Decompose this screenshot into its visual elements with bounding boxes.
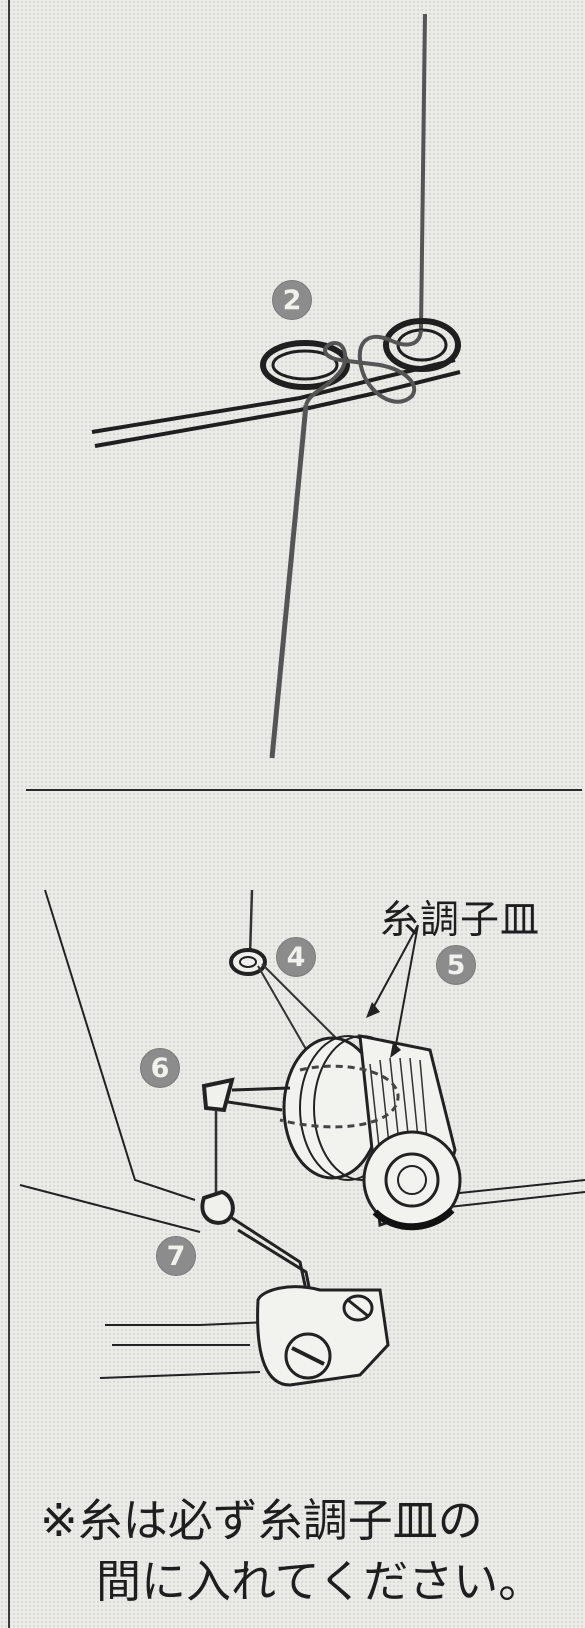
thread-guide-illustration bbox=[91, 13, 461, 759]
step-badge-5: 5 bbox=[436, 945, 476, 985]
note-line-1: ※糸は必ず糸調子皿の bbox=[40, 1494, 483, 1547]
step-badge-7: 7 bbox=[156, 1236, 196, 1276]
note-line-2: 間に入れてください。 bbox=[96, 1555, 544, 1608]
threading-note: ※糸は必ず糸調子皿の 間に入れてください。 bbox=[40, 1490, 580, 1612]
tension-dial-label: 糸調子皿 bbox=[380, 898, 541, 943]
left-margin-rule bbox=[8, 0, 10, 1628]
step-badge-4: 4 bbox=[276, 937, 316, 977]
step-badge-6: 6 bbox=[140, 1048, 180, 1088]
step-badge-2: 2 bbox=[272, 280, 312, 320]
section-divider bbox=[26, 789, 582, 791]
